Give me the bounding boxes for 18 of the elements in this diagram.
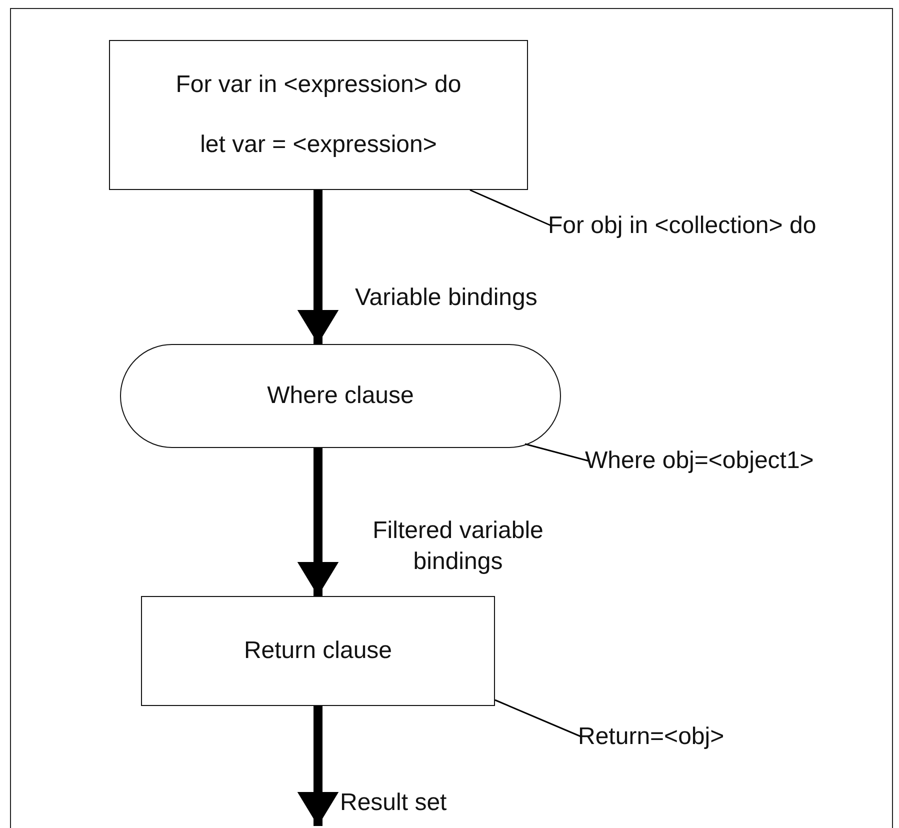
- leader-line: [470, 189, 552, 227]
- leader-line: [494, 699, 582, 738]
- edge-label: Filtered variable bindings: [372, 516, 544, 578]
- node-label: Where clause: [267, 382, 414, 410]
- edge-label: Variable bindings: [355, 283, 538, 313]
- node-label: Return clause: [244, 637, 392, 665]
- process-box: [141, 596, 495, 706]
- arrow: [297, 190, 339, 344]
- annotation-text: For obj in <collection> do: [548, 212, 816, 240]
- node-label: let var = <expression>: [200, 131, 437, 159]
- leader-line: [524, 443, 590, 462]
- node-label: For var in <expression> do: [176, 71, 462, 99]
- annotation-text: Where obj=<object1>: [585, 447, 814, 475]
- process-box: [109, 40, 528, 190]
- annotation-text: Return=<obj>: [578, 723, 724, 751]
- arrow: [297, 706, 339, 826]
- edge-label: Result set: [340, 788, 447, 818]
- arrow: [297, 448, 339, 596]
